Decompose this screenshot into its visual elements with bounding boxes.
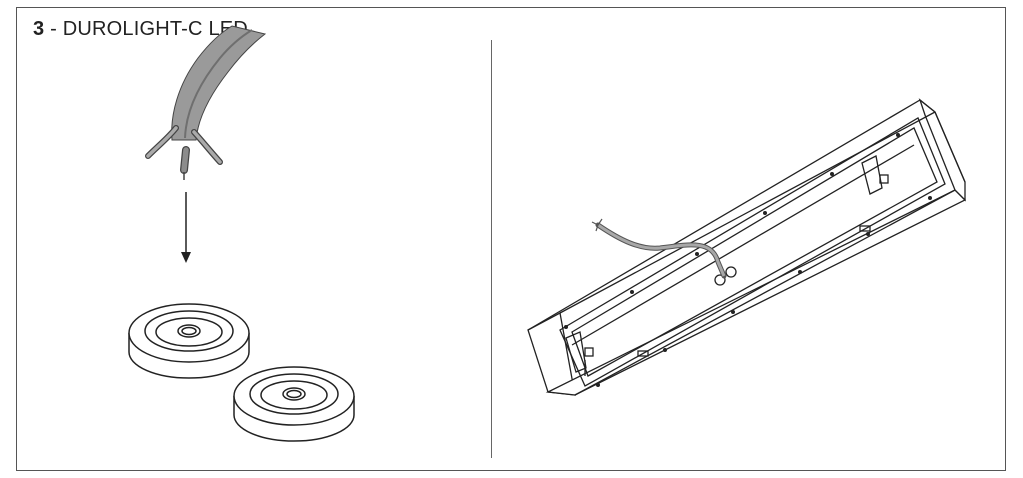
led-downlight-icon: [233, 366, 355, 442]
mounting-box-icon: [527, 98, 967, 396]
led-downlight-icon: [128, 303, 250, 379]
product-name: DUROLIGHT-C LED: [62, 18, 248, 40]
cable-icon: [591, 218, 727, 279]
box-screw-dots: [564, 133, 932, 387]
cable-icon: [145, 25, 267, 180]
title-separator: -: [44, 18, 63, 40]
step-number: 3: [33, 18, 45, 40]
panel-divider: [491, 40, 493, 458]
figure-frame: [16, 7, 1006, 471]
down-arrow-icon: [181, 192, 191, 263]
figure-title: 3 - DUROLIGHT-C LED: [33, 18, 248, 41]
